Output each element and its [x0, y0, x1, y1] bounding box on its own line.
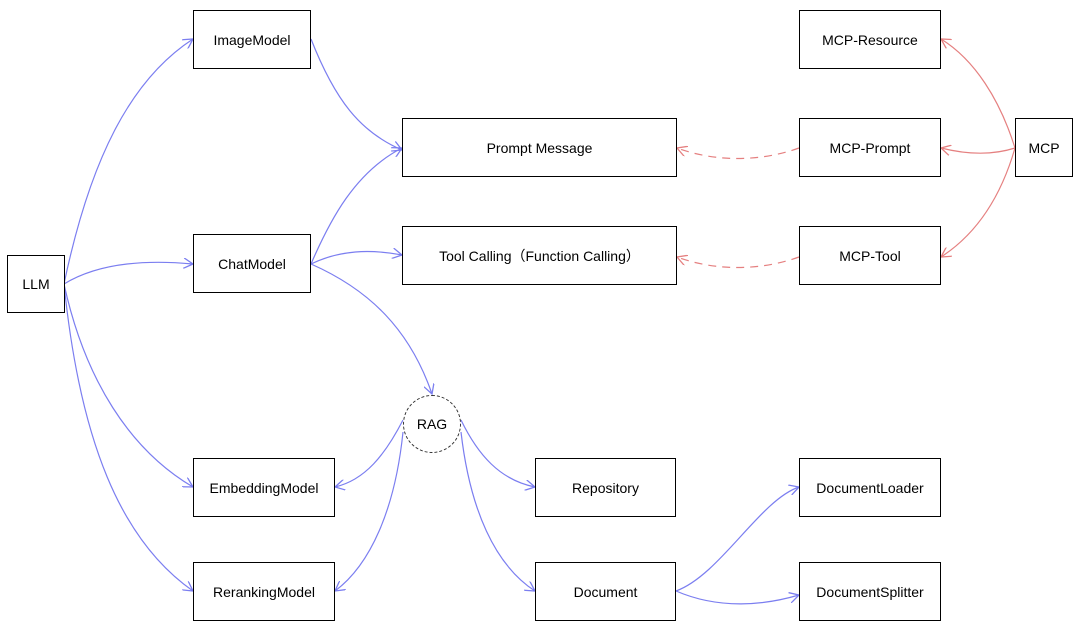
node-chat-model: ChatModel — [193, 234, 311, 293]
node-document-splitter: DocumentSplitter — [799, 562, 941, 621]
node-mcp-resource-label: MCP-Resource — [822, 31, 918, 48]
edge-document-to-document-loader — [675, 487, 799, 592]
node-mcp-tool-label: MCP-Tool — [839, 247, 901, 264]
node-llm-label: LLM — [22, 276, 50, 292]
edge-chat-model-to-rag — [310, 263, 432, 394]
edge-llm-to-embedding-model — [63, 283, 193, 487]
node-tool-calling-label: Tool Calling（Function Calling） — [439, 247, 640, 264]
node-mcp: MCP — [1015, 118, 1073, 177]
node-mcp-resource: MCP-Resource — [799, 10, 941, 69]
edge-mcp-to-mcp-tool — [941, 147, 1016, 257]
node-mcp-label: MCP — [1028, 139, 1060, 156]
node-image-model-label: ImageModel — [213, 31, 291, 48]
node-document-loader-label: DocumentLoader — [816, 479, 924, 496]
edge-image-model-to-prompt-message — [310, 38, 402, 150]
node-chat-model-label: ChatModel — [218, 255, 286, 272]
node-prompt-message: Prompt Message — [402, 118, 677, 177]
edge-llm-to-reranking-model — [63, 283, 193, 591]
edge-mcp-to-mcp-resource — [941, 39, 1016, 149]
node-document: Document — [535, 562, 676, 621]
node-image-model: ImageModel — [193, 10, 311, 69]
edge-rag-to-document — [460, 431, 535, 591]
node-document-loader: DocumentLoader — [799, 458, 941, 517]
edge-llm-to-chat-model — [63, 262, 193, 285]
node-embedding-model: EmbeddingModel — [193, 458, 335, 517]
node-mcp-tool: MCP-Tool — [799, 226, 941, 285]
node-tool-calling: Tool Calling（Function Calling） — [402, 226, 677, 285]
edge-mcp-tool-to-tool-calling — [677, 257, 800, 269]
edge-document-to-document-splitter — [675, 590, 799, 605]
node-rag: RAG — [403, 395, 461, 453]
edge-rag-to-embedding-model — [335, 419, 404, 487]
node-mcp-prompt-label: MCP-Prompt — [829, 139, 911, 156]
node-rag-label: RAG — [416, 416, 448, 432]
node-repository: Repository — [535, 458, 676, 517]
edge-rag-to-reranking-model — [335, 431, 404, 591]
node-document-label: Document — [573, 583, 638, 600]
edge-llm-to-image-model — [63, 39, 193, 285]
node-reranking-model: RerankingModel — [193, 562, 335, 621]
edge-mcp-prompt-to-prompt-message — [677, 148, 800, 160]
edge-rag-to-repository — [460, 419, 535, 487]
node-llm: LLM — [7, 255, 65, 313]
node-document-splitter-label: DocumentSplitter — [816, 583, 924, 600]
node-prompt-message-label: Prompt Message — [486, 139, 593, 156]
node-repository-label: Repository — [572, 479, 639, 496]
node-embedding-model-label: EmbeddingModel — [209, 479, 319, 496]
edge-chat-model-to-prompt-message — [310, 148, 402, 265]
edge-mcp-to-mcp-prompt — [941, 148, 1016, 153]
edge-chat-model-to-tool-calling — [310, 252, 402, 265]
node-reranking-model-label: RerankingModel — [213, 583, 315, 600]
node-mcp-prompt: MCP-Prompt — [799, 118, 941, 177]
